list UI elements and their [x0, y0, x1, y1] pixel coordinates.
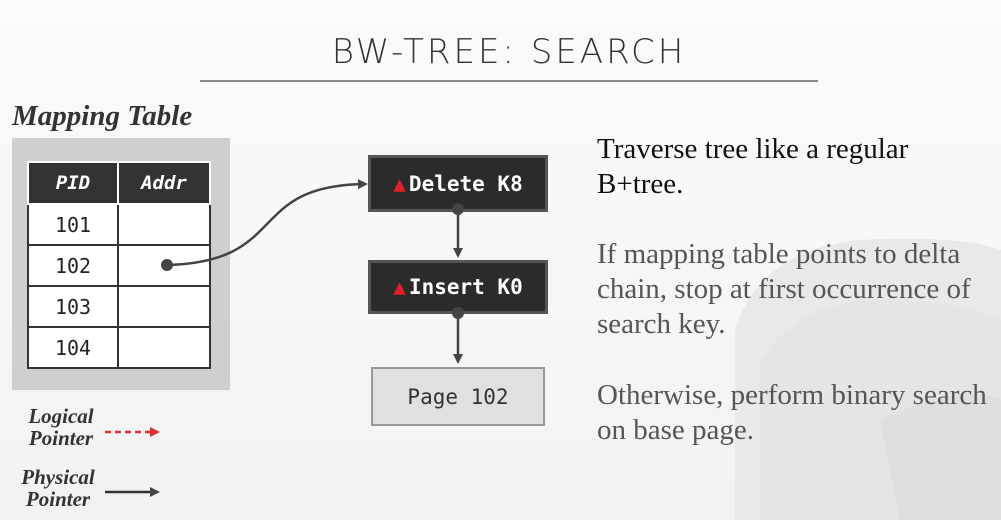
legend-physical-pointer: Physical Pointer: [10, 466, 106, 510]
delta-record-label: Delete K8: [408, 171, 523, 196]
addr-cell: [117, 203, 211, 246]
delta-record-label: Insert K0: [408, 275, 523, 299]
base-page: Page 102: [371, 367, 545, 426]
addr-cell: [117, 326, 211, 369]
mapping-table-header-row: PID Addr: [27, 161, 211, 205]
legend-physical-line2: Pointer: [25, 487, 91, 511]
text-paragraph-base-page: Otherwise, perform binary search on base…: [597, 379, 987, 446]
pointer-origin-dot: [452, 307, 464, 319]
text-paragraph-traverse: Traverse tree like a regular B+tree.: [597, 133, 909, 200]
table-row: 104: [27, 326, 211, 369]
title-rule: [200, 80, 818, 82]
legend-logical-line2: Pointer: [28, 426, 94, 450]
legend-physical-line1: Physical: [21, 465, 95, 489]
pid-cell: 102: [27, 244, 119, 287]
pid-cell: 101: [27, 203, 119, 246]
pid-cell: 103: [27, 285, 119, 328]
table-row: 103: [27, 285, 211, 328]
table-row: 102: [27, 244, 211, 287]
legend-logical-line1: Logical: [28, 404, 94, 428]
delta-marker-icon: ▲: [393, 171, 406, 196]
delta-marker-icon: ▲: [393, 275, 406, 299]
pointer-origin-dot: [161, 259, 173, 271]
mapping-table-title: Mapping Table: [12, 100, 193, 132]
delta-record-delete: ▲Delete K8: [368, 155, 548, 212]
pointer-origin-dot: [452, 203, 464, 215]
mapping-table: PID Addr 101 102 103 104: [27, 161, 211, 369]
pid-header: PID: [27, 161, 119, 205]
slide-title: BW-TREE: SEARCH: [331, 32, 687, 72]
addr-cell: [117, 285, 211, 328]
legend-logical-pointer: Logical Pointer: [16, 405, 106, 449]
delta-record-insert: ▲Insert K0: [368, 260, 548, 314]
pid-cell: 104: [27, 326, 119, 369]
text-paragraph-delta-chain: If mapping table points to delta chain, …: [597, 238, 971, 340]
physical-pointer-mapping-to-delta: [166, 179, 368, 267]
addr-header: Addr: [117, 161, 211, 205]
table-row: 101: [27, 203, 211, 246]
